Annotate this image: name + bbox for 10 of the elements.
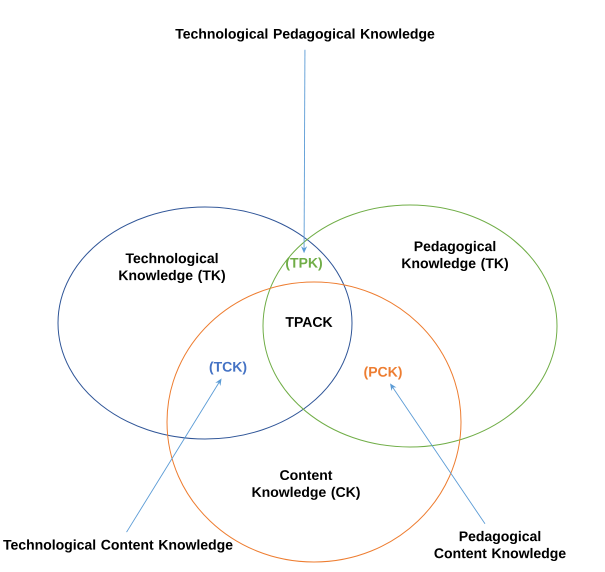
circle-label: Technological Knowledge (TK) (119, 252, 225, 284)
text-label: (TCK) (210, 361, 246, 375)
text-label: (PCK) (364, 366, 402, 380)
text-label: Technological Pedagogical Knowledge (175, 28, 434, 42)
text-label: Pedagogical Content Knowledge (434, 530, 566, 562)
text-label: (TPK) (286, 257, 322, 271)
text-label: Technological Content Knowledge (3, 539, 233, 553)
circle-label: Pedagogical Knowledge (TK) (402, 240, 508, 272)
circle-label: Content Knowledge (CK) (252, 470, 360, 500)
text-label: TPACK (286, 317, 332, 327)
